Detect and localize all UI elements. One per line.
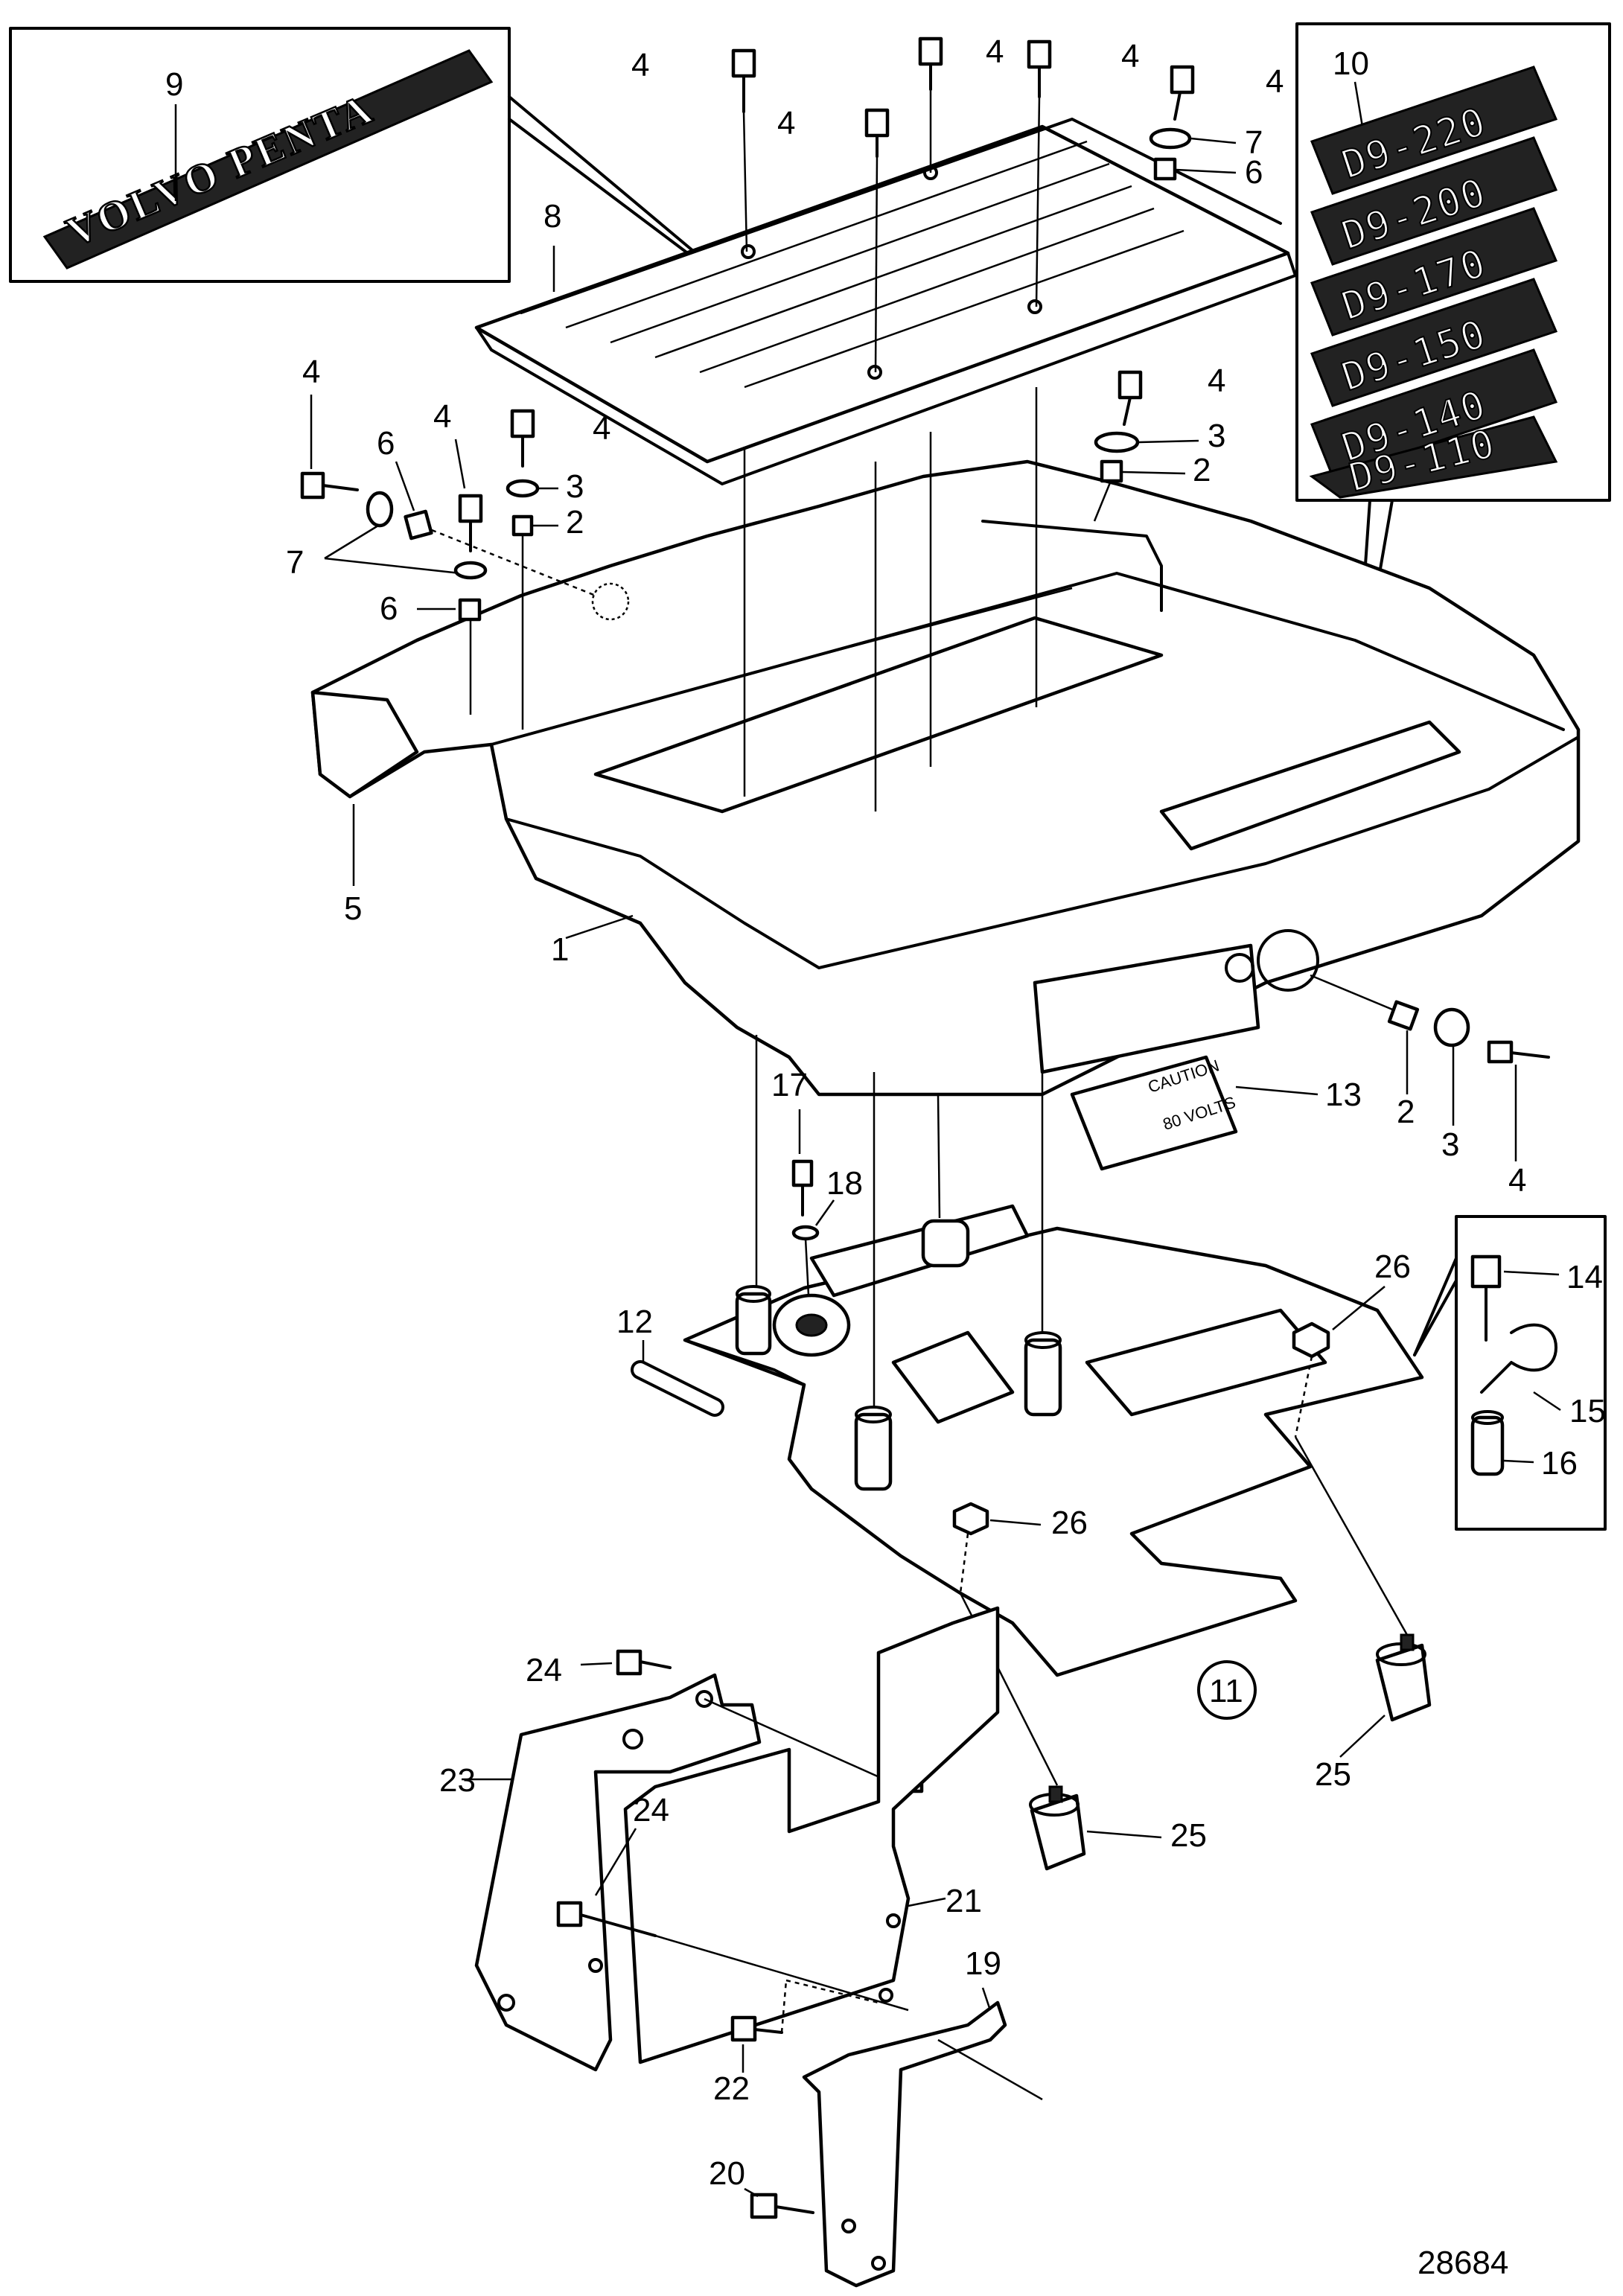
callout-4j: 4	[1508, 1162, 1526, 1199]
brand-decal-plate	[42, 49, 494, 270]
fasteners-top: 4 4 4 4 4 7 6 4 3 2	[631, 34, 1284, 522]
callout-7b: 7	[286, 544, 304, 581]
callout-6a: 6	[1245, 154, 1263, 191]
callout-4g: 4	[302, 354, 320, 390]
callout-16: 16	[1541, 1445, 1578, 1482]
callout-25a: 25	[1315, 1756, 1351, 1793]
callout-24a: 24	[526, 1652, 562, 1688]
callout-18: 18	[826, 1165, 863, 1202]
callout-6b: 6	[377, 425, 395, 462]
callout-2b: 2	[566, 504, 584, 540]
tray-assembly-11: 12 17 18 26 26 25 25	[616, 1035, 1432, 1871]
callout-4e: 4	[1266, 63, 1284, 100]
assembly-ref-circle	[1197, 1660, 1257, 1720]
callout-4d: 4	[777, 105, 795, 141]
brand-decal-text: VOLVO PENTA	[60, 85, 381, 256]
callout-4h: 4	[433, 398, 451, 435]
callout-17: 17	[771, 1067, 808, 1103]
callout-4a: 4	[631, 47, 649, 83]
callout-2a: 2	[1193, 452, 1211, 488]
callout-26a: 26	[1374, 1249, 1411, 1285]
callout-15: 15	[1569, 1393, 1606, 1429]
drawing-number: 28684	[1418, 2245, 1508, 2281]
callout-3c: 3	[1441, 1126, 1459, 1163]
callout-7a: 7	[1245, 124, 1263, 161]
callout-26b: 26	[1051, 1505, 1088, 1541]
fasteners-right: 2 3 4	[1310, 974, 1550, 1199]
callout-10: 10	[1333, 45, 1369, 82]
callout-12: 12	[616, 1304, 653, 1340]
assembly-ref-label: 11	[1209, 1673, 1243, 1709]
callout-14: 14	[1566, 1259, 1603, 1295]
callout-3a: 3	[1208, 418, 1225, 454]
cover-label-plate	[1033, 943, 1260, 1074]
callout-8: 8	[543, 198, 561, 235]
mounting-brackets: 23 24 21 24 22 19 20	[439, 1606, 1043, 2288]
callout-4f: 4	[1208, 363, 1225, 399]
callout-1: 1	[551, 931, 569, 968]
cover-side-part-5	[310, 690, 419, 799]
callout-2c: 2	[1397, 1094, 1415, 1130]
callout-25b: 25	[1170, 1817, 1207, 1854]
callout-13: 13	[1325, 1077, 1362, 1113]
caution-label-13: CAUTION 80 VOLTS 13	[1070, 1055, 1362, 1171]
callout-22: 22	[713, 2070, 750, 2107]
callout-6c: 6	[380, 590, 398, 627]
callout-3b: 3	[566, 468, 584, 505]
callout-5: 5	[344, 890, 362, 927]
callout-19: 19	[965, 1945, 1001, 1982]
fasteners-left: 4 6 7 4 6 4 3 2	[286, 354, 1038, 811]
callout-21: 21	[946, 1883, 982, 1919]
inset-clamp: 14 15 16	[1413, 1215, 1607, 1531]
cover-recess	[1159, 720, 1461, 851]
cover-plate-8: 8	[474, 118, 1297, 485]
engine-cover-1: 5 1	[310, 459, 1581, 1097]
callout-24b: 24	[633, 1792, 669, 1828]
callout-20: 20	[709, 2155, 745, 2192]
callout-9: 9	[165, 66, 183, 103]
cover-opening	[593, 616, 1164, 814]
callout-23: 23	[439, 1762, 476, 1799]
callout-4c: 4	[1121, 38, 1139, 74]
callout-4i: 4	[593, 410, 610, 447]
callout-4b: 4	[986, 34, 1004, 70]
